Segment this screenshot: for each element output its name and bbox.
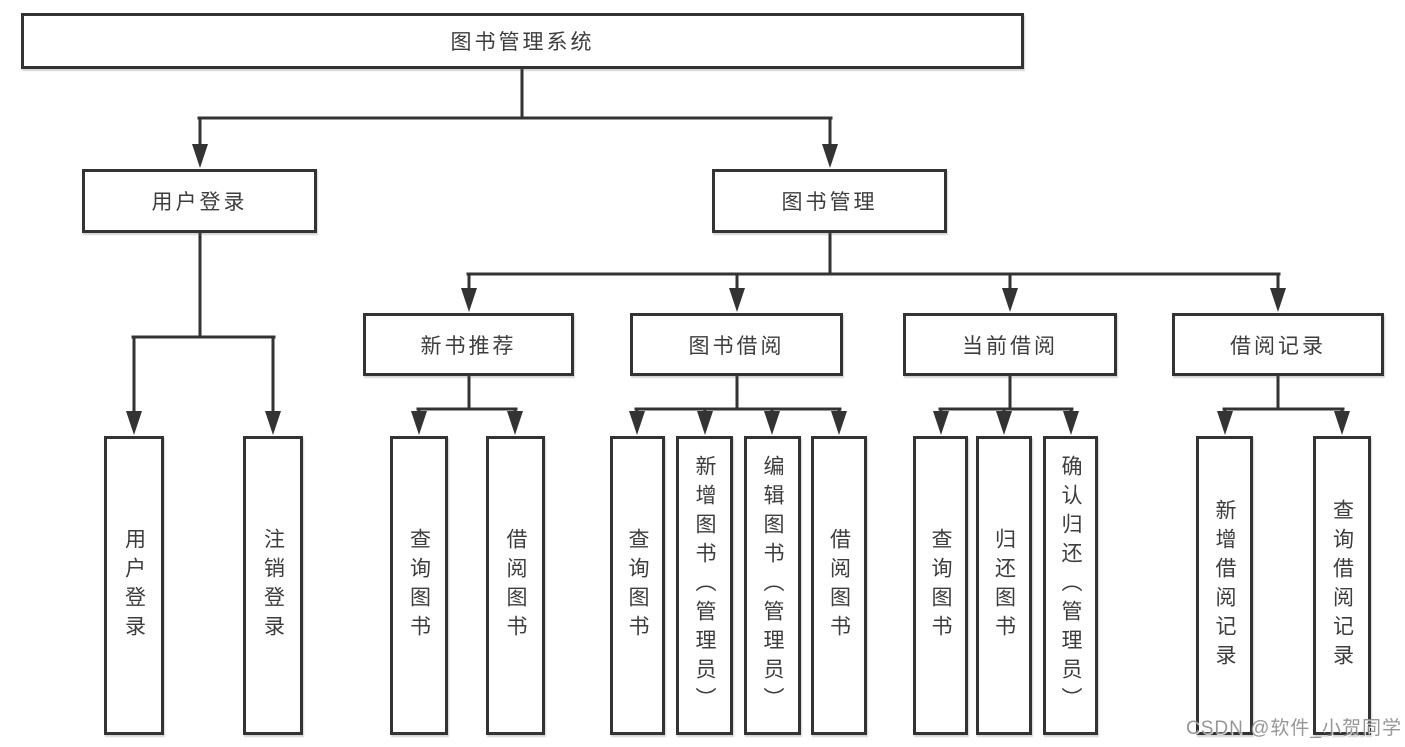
node-book-management-label: 图书管理 [781,191,878,214]
leaf-add-borrow-record: 新增借阅记录 [1196,436,1253,735]
leaf-confirm-return-admin-label: 确认归还（管理员） [1059,455,1082,716]
arrowhead-icon [1002,288,1018,312]
leaf-borrow-books-recommend-label: 借阅图书 [504,527,527,644]
leaf-edit-books-admin-label: 编辑图书（管理员） [761,455,784,716]
leaf-add-borrow-record-label: 新增借阅记录 [1213,498,1236,673]
arrowhead-icon [192,144,208,168]
arrowheads [126,144,1350,435]
leaf-add-books-admin-label: 新增图书（管理员） [693,455,716,716]
node-current-borrowing-label: 当前借阅 [962,334,1058,358]
node-root: 图书管理系统 [21,13,1024,69]
leaf-return-books-label: 归还图书 [992,527,1016,644]
arrowhead-icon [764,411,780,435]
arrowhead-icon [507,411,523,435]
leaf-query-books-current-label: 查询图书 [929,527,952,644]
leaf-query-books-recommend-label: 查询图书 [407,527,431,644]
leaf-query-borrow-record-label: 查询借阅记录 [1330,498,1354,673]
leaf-query-books-borrowing: 查询图书 [610,436,665,735]
arrowhead-icon [461,288,477,312]
leaf-return-books: 归还图书 [976,436,1032,735]
leaf-borrow-books: 借阅图书 [811,436,867,735]
leaf-borrow-books-label: 借阅图书 [827,527,851,644]
leaf-confirm-return-admin: 确认归还（管理员） [1043,436,1098,735]
arrowhead-icon [629,411,645,435]
arrowhead-icon [1270,288,1286,312]
node-book-borrowing-label: 图书借阅 [688,334,785,358]
node-user-login: 用户登录 [82,169,317,233]
arrowhead-icon [729,288,745,312]
node-book-borrowing: 图书借阅 [630,313,843,376]
arrowhead-icon [831,411,847,435]
arrowhead-icon [933,411,949,435]
node-new-book-recommend: 新书推荐 [363,313,574,376]
node-borrowing-records: 借阅记录 [1172,313,1384,376]
arrowhead-icon [1334,411,1350,435]
leaf-query-books-borrowing-label: 查询图书 [626,527,649,644]
leaf-user-login-label: 用户登录 [122,527,146,644]
leaf-query-books-recommend: 查询图书 [390,436,448,735]
node-root-label: 图书管理系统 [450,31,595,54]
arrowhead-icon [265,411,281,435]
leaf-query-books-current: 查询图书 [913,436,968,735]
leaf-logout-label: 注销登录 [261,527,285,644]
arrowhead-icon [1217,411,1233,435]
node-current-borrowing: 当前借阅 [903,313,1117,376]
leaf-edit-books-admin: 编辑图书（管理员） [744,436,801,735]
leaf-logout: 注销登录 [243,436,303,735]
leaf-user-login: 用户登录 [104,436,164,735]
arrowhead-icon [996,411,1012,435]
csdn-watermark: CSDN @软件_小贺同学 [1186,718,1402,739]
leaf-add-books-admin: 新增图书（管理员） [676,436,733,735]
node-new-book-recommend-label: 新书推荐 [420,334,517,358]
arrowhead-icon [697,411,713,435]
leaf-borrow-books-recommend: 借阅图书 [486,436,545,735]
arrowhead-icon [1063,411,1079,435]
node-book-management: 图书管理 [712,169,947,233]
arrowhead-icon [822,144,838,168]
node-borrowing-records-label: 借阅记录 [1230,334,1326,358]
arrowhead-icon [411,411,427,435]
node-user-login-label: 用户登录 [151,191,248,214]
arrowhead-icon [126,411,142,435]
leaf-query-borrow-record: 查询借阅记录 [1313,436,1371,735]
